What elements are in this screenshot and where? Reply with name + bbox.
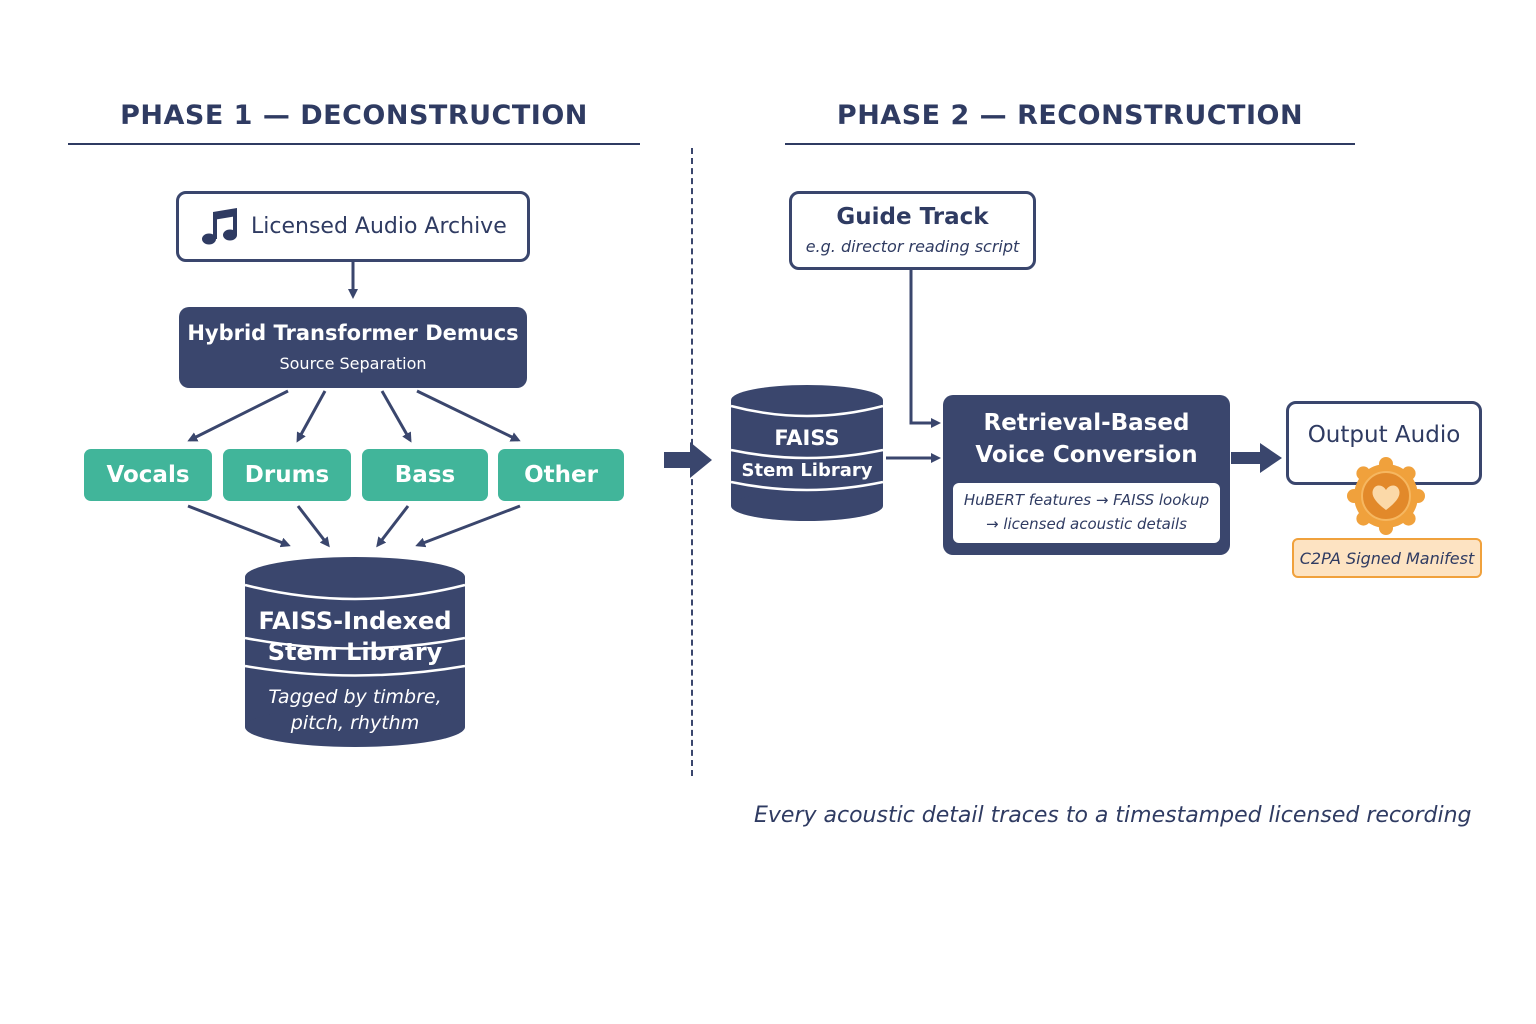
guide-subtitle: e.g. director reading script <box>805 237 1020 256</box>
rvc-title-line1: Retrieval-Based <box>983 410 1190 436</box>
stem-other: Other <box>498 449 624 501</box>
arrow-other-library <box>415 504 521 548</box>
arrow-demucs-drums <box>296 390 327 443</box>
arrow-phase-transition <box>664 442 712 478</box>
music-note-icon <box>199 206 241 252</box>
c2pa-manifest-badge: C2PA Signed Manifest <box>1292 538 1482 578</box>
stem-drums: Drums <box>223 449 351 501</box>
rvc-title-line2: Voice Conversion <box>975 442 1198 468</box>
guide-title: Guide Track <box>836 204 989 230</box>
library-tag-line2: pitch, rhythm <box>290 712 420 734</box>
signed-seal-icon <box>1346 456 1426 540</box>
stem-vocals: Vocals <box>84 449 212 501</box>
licensed-audio-archive-box: Licensed Audio Archive <box>176 191 530 262</box>
phase2-rule <box>785 143 1355 145</box>
rvc-detail-line2: → licensed acoustic details <box>986 515 1187 533</box>
output-label: Output Audio <box>1307 422 1461 448</box>
library-tag-line1: Tagged by timbre, <box>268 686 442 708</box>
arrow-bass-library <box>376 505 410 548</box>
faiss-indexed-stem-library: FAISS-Indexed Stem Library Tagged by tim… <box>243 555 467 751</box>
faiss-stem-library: FAISS Stem Library <box>729 384 885 524</box>
library-title-line2: Stem Library <box>267 638 443 666</box>
arrow-demucs-other <box>416 389 521 442</box>
guide-track-box: Guide Track e.g. director reading script <box>789 191 1036 270</box>
faiss-title: FAISS <box>774 426 840 450</box>
arrow-rvc-output <box>1231 443 1282 473</box>
phase1-title: PHASE 1 — DECONSTRUCTION <box>120 100 588 131</box>
faiss-subtitle: Stem Library <box>741 460 873 481</box>
arrow-demucs-bass <box>380 390 412 443</box>
arrow-vocals-library <box>187 504 291 548</box>
stem-bass: Bass <box>362 449 488 501</box>
arrow-drums-library <box>296 505 330 548</box>
arrow-guide-rvc <box>909 270 941 428</box>
library-title-line1: FAISS-Indexed <box>258 607 452 635</box>
arrow-demucs-vocals <box>187 389 289 442</box>
traceability-caption: Every acoustic detail traces to a timest… <box>754 803 1472 828</box>
archive-label: Licensed Audio Archive <box>251 214 507 239</box>
demucs-subtitle: Source Separation <box>279 354 427 373</box>
phase1-rule <box>68 143 640 145</box>
demucs-title: Hybrid Transformer Demucs <box>187 321 519 345</box>
rvc-detail-panel: HuBERT features → FAISS lookup → license… <box>953 483 1220 543</box>
demucs-box: Hybrid Transformer Demucs Source Separat… <box>179 307 527 388</box>
rvc-detail-line1: HuBERT features → FAISS lookup <box>963 491 1210 509</box>
badge-label: C2PA Signed Manifest <box>1299 549 1475 568</box>
phase2-title: PHASE 2 — RECONSTRUCTION <box>836 100 1304 131</box>
retrieval-voice-conversion-box: Retrieval-Based Voice Conversion HuBERT … <box>943 395 1230 555</box>
